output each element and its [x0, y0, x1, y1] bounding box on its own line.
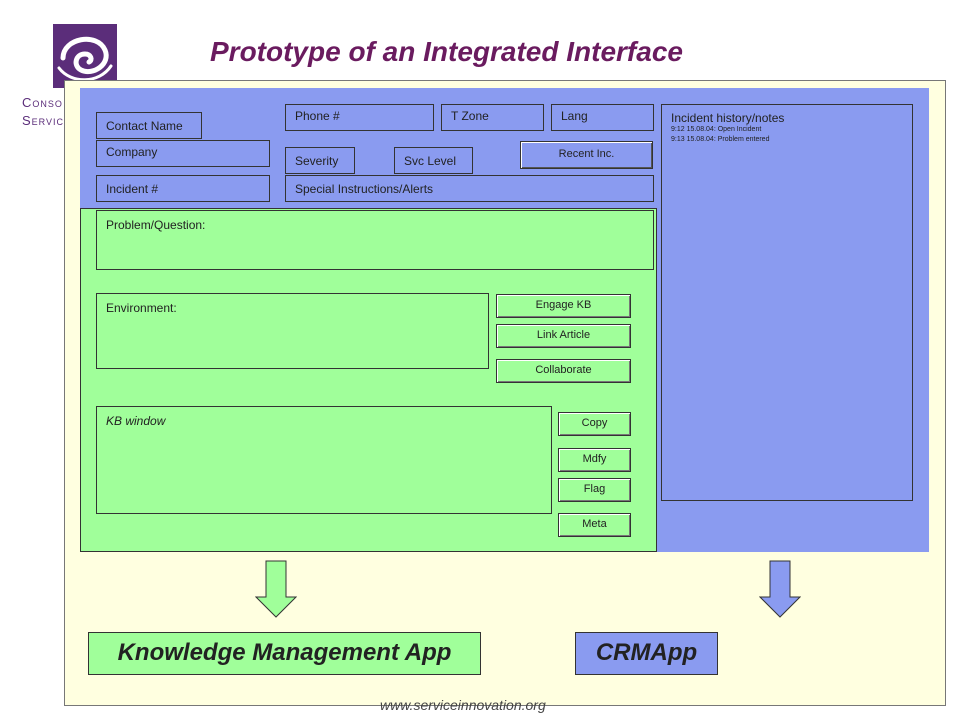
footer-url: www.serviceinnovation.org: [380, 697, 546, 713]
brand-line-1: Conso: [22, 95, 63, 110]
knowledge-management-app-label: Knowledge Management App: [88, 632, 481, 675]
environment-field[interactable]: Environment:: [96, 293, 489, 369]
company-field[interactable]: Company: [96, 140, 270, 167]
service-level-field[interactable]: Svc Level: [394, 147, 473, 174]
modify-button[interactable]: Mdfy: [558, 448, 631, 472]
incident-history-title: Incident history/notes: [671, 111, 785, 125]
time-zone-field[interactable]: T Zone: [441, 104, 544, 131]
kb-window[interactable]: KB window: [96, 406, 552, 514]
flag-button[interactable]: Flag: [558, 478, 631, 502]
history-entry: 9:12 15.08.04: Open Incident: [671, 126, 762, 133]
language-field[interactable]: Lang: [551, 104, 654, 131]
meta-button[interactable]: Meta: [558, 513, 631, 537]
logo-icon: [53, 24, 117, 88]
copy-button[interactable]: Copy: [558, 412, 631, 436]
incident-history-panel: Incident history/notes 9:12 15.08.04: Op…: [661, 104, 913, 501]
special-instructions-field[interactable]: Special Instructions/Alerts: [285, 175, 654, 202]
severity-field[interactable]: Severity: [285, 147, 355, 174]
page-title: Prototype of an Integrated Interface: [210, 36, 683, 67]
recent-incidents-button[interactable]: Recent Inc.: [520, 141, 653, 169]
history-entry: 9:13 15.08.04: Problem entered: [671, 136, 770, 143]
incident-number-field[interactable]: Incident #: [96, 175, 270, 202]
phone-field[interactable]: Phone #: [285, 104, 434, 131]
engage-kb-button[interactable]: Engage KB: [496, 294, 631, 318]
link-article-button[interactable]: Link Article: [496, 324, 631, 348]
crm-app-label: CRMApp: [575, 632, 718, 675]
arrow-down-icon: [759, 560, 801, 618]
collaborate-button[interactable]: Collaborate: [496, 359, 631, 383]
arrow-down-icon: [255, 560, 297, 618]
contact-name-field[interactable]: Contact Name: [96, 112, 202, 139]
brand-line-2: Service: [22, 113, 72, 128]
problem-question-field[interactable]: Problem/Question:: [96, 210, 654, 270]
